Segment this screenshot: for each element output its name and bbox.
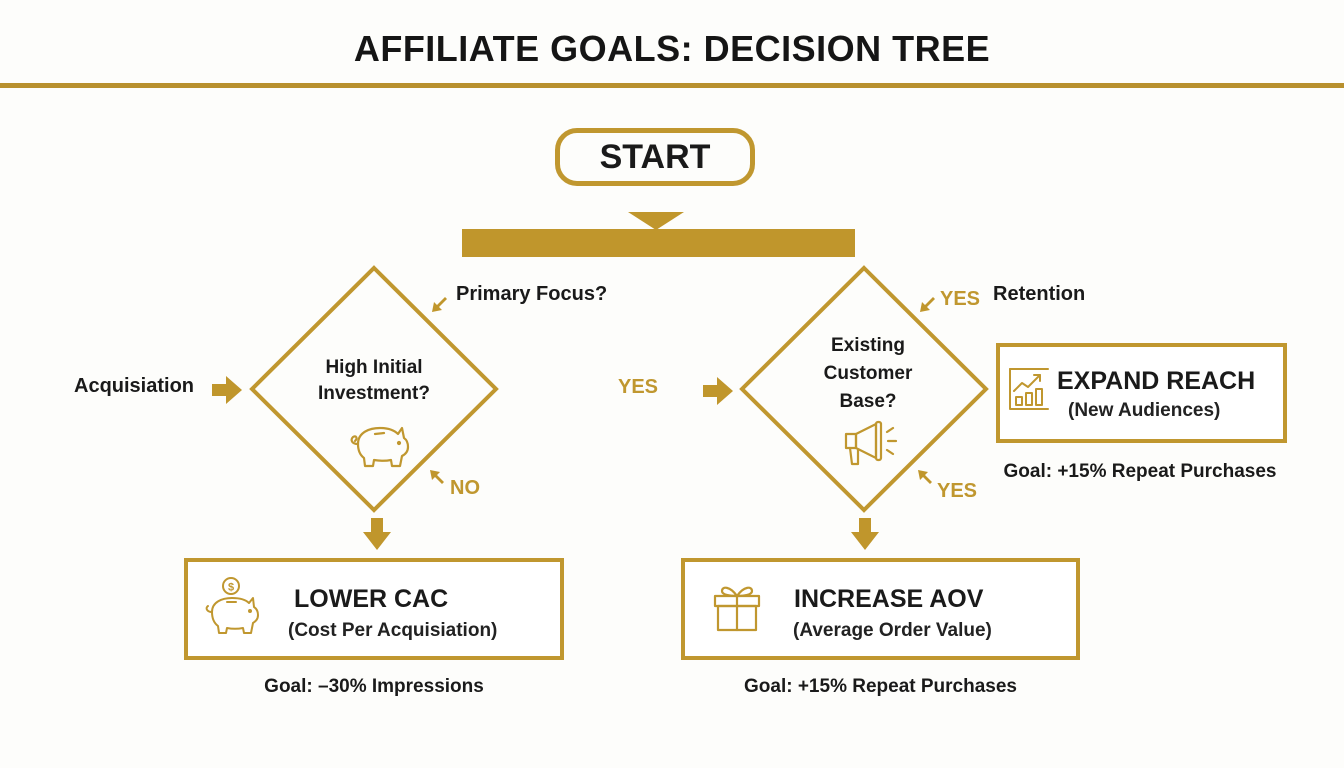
arrow-down-left-icon	[432, 297, 447, 312]
lower-cac-subtitle: (Cost Per Acquisiation)	[288, 620, 498, 641]
yes-bottom-label: YES	[937, 480, 978, 502]
expand-reach-goal: Goal: +15% Repeat Purchases	[1003, 461, 1277, 482]
decision-text-investment: High Initial Investment?	[318, 357, 430, 404]
decision-text-customer-base: Existing Customer Base?	[823, 335, 913, 412]
lower-cac-goal: Goal: –30% Impressions	[264, 676, 484, 697]
no-label: NO	[450, 477, 480, 499]
increase-aov-subtitle: (Average Order Value)	[793, 620, 992, 641]
result-box-expand-reach	[996, 343, 1287, 443]
title-divider	[0, 83, 1344, 88]
start-connector-arrow	[628, 212, 684, 230]
increase-aov-title: INCREASE AOV	[794, 585, 984, 613]
arrow-down-left-icon	[920, 297, 935, 312]
acquisition-label: Acquisiation	[74, 375, 195, 397]
arrow-down-icon	[851, 518, 879, 550]
megaphone-icon	[844, 420, 898, 466]
yes-top-label: YES	[940, 288, 981, 310]
retention-label: Retention	[993, 283, 1086, 305]
yes-entry-label: YES	[618, 376, 659, 398]
result-box-lower-cac	[184, 558, 564, 660]
primary-focus-label: Primary Focus?	[456, 283, 608, 305]
arrow-right-icon	[703, 377, 733, 405]
arrow-right-icon	[212, 376, 242, 404]
page-title: AFFILIATE GOALS: DECISION TREE	[353, 28, 991, 69]
result-box-increase-aov	[681, 558, 1080, 660]
increase-aov-goal: Goal: +15% Repeat Purchases	[744, 676, 1017, 697]
expand-reach-title: EXPAND REACH	[1057, 367, 1256, 395]
arrow-up-left-icon	[430, 470, 444, 484]
piggy-bank-icon	[350, 426, 410, 468]
start-label: START	[599, 137, 711, 176]
expand-reach-subtitle: (New Audiences)	[1068, 400, 1221, 421]
piggy-bank-coin-icon: $	[205, 577, 259, 634]
growth-chart-icon	[1009, 368, 1049, 410]
split-bar	[462, 229, 855, 257]
decision-diamond-customer-base	[739, 265, 989, 513]
decision-diamond-investment	[249, 265, 499, 513]
lower-cac-title: LOWER CAC	[294, 585, 449, 613]
svg-text:$: $	[228, 582, 234, 594]
arrow-down-icon	[363, 518, 391, 550]
arrow-up-left-icon	[918, 470, 932, 484]
gift-icon	[713, 586, 761, 632]
start-node: START	[555, 128, 755, 186]
